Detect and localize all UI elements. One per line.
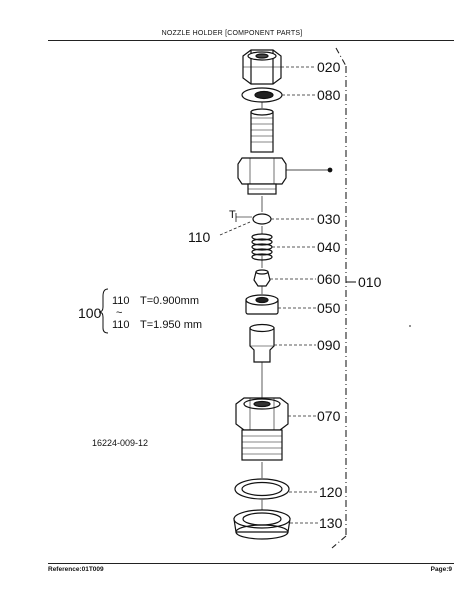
shim-row1-part: 110 xyxy=(112,295,130,307)
shim-row1-spec: T=0.900mm xyxy=(140,295,199,307)
label-070: 070 xyxy=(317,408,341,424)
label-110: 110 xyxy=(188,229,211,245)
footer-rule xyxy=(48,563,454,564)
label-120: 120 xyxy=(319,484,343,500)
label-010: 010 xyxy=(358,274,382,290)
page-title: NOZZLE HOLDER [COMPONENT PARTS] xyxy=(161,30,303,37)
part-020-nut xyxy=(242,49,282,85)
label-050: 050 xyxy=(317,300,341,316)
shim-row2-spec: T=1.950 mm xyxy=(140,319,202,331)
label-080: 080 xyxy=(317,87,341,103)
shim-group-callout: 100 110 T=0.900mm ~ 110 T=1.950 mm xyxy=(78,288,202,334)
label-040: 040 xyxy=(317,239,341,255)
part-130-protector xyxy=(233,509,291,540)
part-060-pin xyxy=(253,269,271,287)
label-020: 020 xyxy=(317,59,341,75)
stray-dot xyxy=(409,325,411,327)
part-030-shim xyxy=(235,213,272,225)
label-130: 130 xyxy=(319,515,343,531)
shim-range-tilde: ~ xyxy=(116,307,122,319)
t-marker: T xyxy=(229,209,236,221)
page-number: Page:9 xyxy=(430,566,452,573)
part-070-retaining-nut xyxy=(235,397,289,461)
nozzle-holder-body xyxy=(237,108,333,195)
label-100: 100 xyxy=(78,305,102,321)
figure-code: 16224-009-12 xyxy=(92,438,148,448)
reference-text: Reference:01T009 xyxy=(48,566,104,573)
part-040-spring xyxy=(251,233,273,261)
shim-row2-part: 110 xyxy=(112,319,130,331)
assembly-bracket xyxy=(331,47,356,549)
label-090: 090 xyxy=(317,337,341,353)
part-050-spacer xyxy=(245,294,279,315)
part-120-gasket xyxy=(234,478,290,500)
label-060: 060 xyxy=(317,271,341,287)
part-090-nozzle xyxy=(249,323,275,363)
header-rule xyxy=(48,40,454,41)
label-030: 030 xyxy=(317,211,341,227)
part-080-washer xyxy=(241,87,283,103)
leader-lines xyxy=(219,66,318,524)
